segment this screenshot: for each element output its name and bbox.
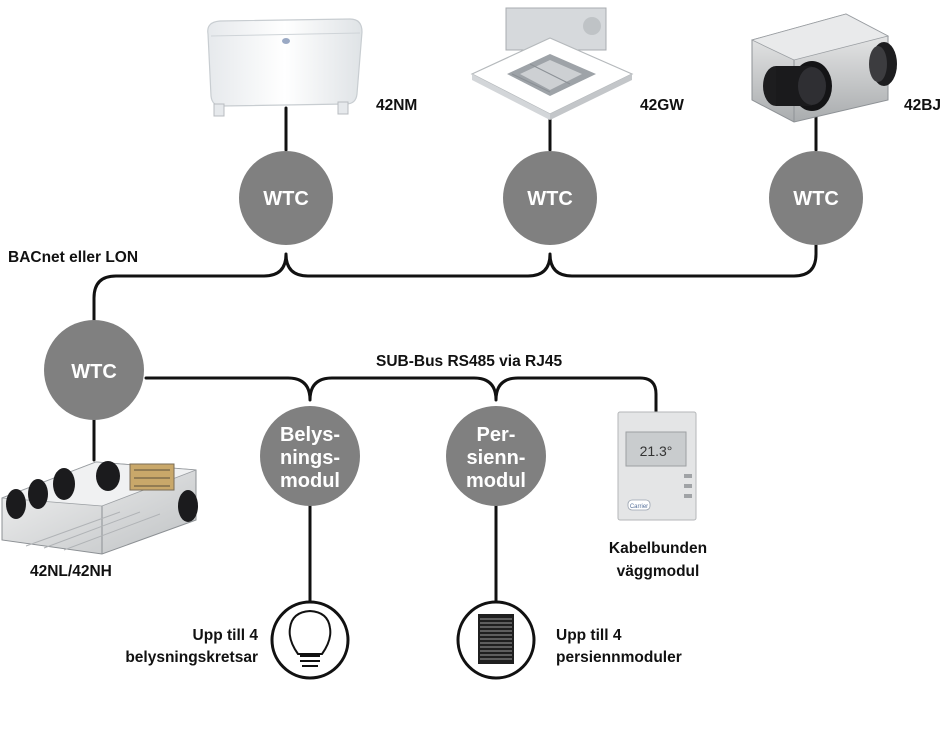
device-label-42nl: 42NL/42NH [30, 563, 112, 580]
thermostat-display: 21.3° [640, 443, 673, 459]
wtc-node-2: WTC [503, 151, 597, 245]
device-label-42bj: 42BJ [904, 97, 941, 114]
lighting-module-line2: nings- [280, 447, 340, 469]
wtc-node-3: WTC [769, 151, 863, 245]
floor-fan-coil-icon [207, 18, 363, 117]
bus-label-bacnet: BACnet eller LON [8, 249, 138, 266]
blind-module-line1: Per- [477, 424, 516, 446]
lighting-module-line3: modul [280, 470, 340, 492]
device-label-42gw: 42GW [640, 97, 684, 114]
blind-module-line3: modul [466, 470, 526, 492]
wtc-label: WTC [527, 188, 573, 210]
ceiling-ducted-unit-icon [1, 461, 198, 555]
ceiling-cassette-icon [470, 7, 634, 120]
lighting-circuits-label-line1: Upp till 4 [193, 627, 259, 644]
wall-module-label-line2: väggmodul [617, 563, 700, 580]
wtc-label: WTC [263, 188, 309, 210]
light-bulb-icon [270, 600, 350, 680]
bus-label-subbus: SUB-Bus RS485 via RJ45 [376, 353, 562, 370]
lighting-module-node: Belys- nings- modul [260, 406, 360, 506]
wall-thermostat-icon: 21.3° Carrier [617, 411, 697, 521]
blind-modules-label-line1: Upp till 4 [556, 627, 622, 644]
blind-module-node: Per- sienn- modul [446, 406, 546, 506]
lighting-module-line1: Belys- [280, 424, 340, 446]
wtc-node-1: WTC [239, 151, 333, 245]
thermostat-brand: Carrier [630, 504, 648, 510]
wall-module-label-line1: Kabelbunden [609, 540, 707, 557]
bacnet-bus-line [92, 243, 818, 324]
subbus-line [144, 376, 658, 414]
window-blind-icon [456, 600, 536, 680]
blind-module-line2: sienn- [467, 447, 526, 469]
wiring [92, 106, 818, 604]
wtc-label: WTC [71, 361, 117, 383]
lighting-circuits-label-line2: belysningskretsar [125, 649, 258, 666]
device-label-42nm: 42NM [376, 97, 417, 114]
ducted-unit-icon [750, 13, 897, 123]
blind-modules-label-line2: persiennmoduler [556, 649, 682, 666]
wtc-node-main: WTC [44, 320, 144, 420]
wtc-label: WTC [793, 188, 839, 210]
